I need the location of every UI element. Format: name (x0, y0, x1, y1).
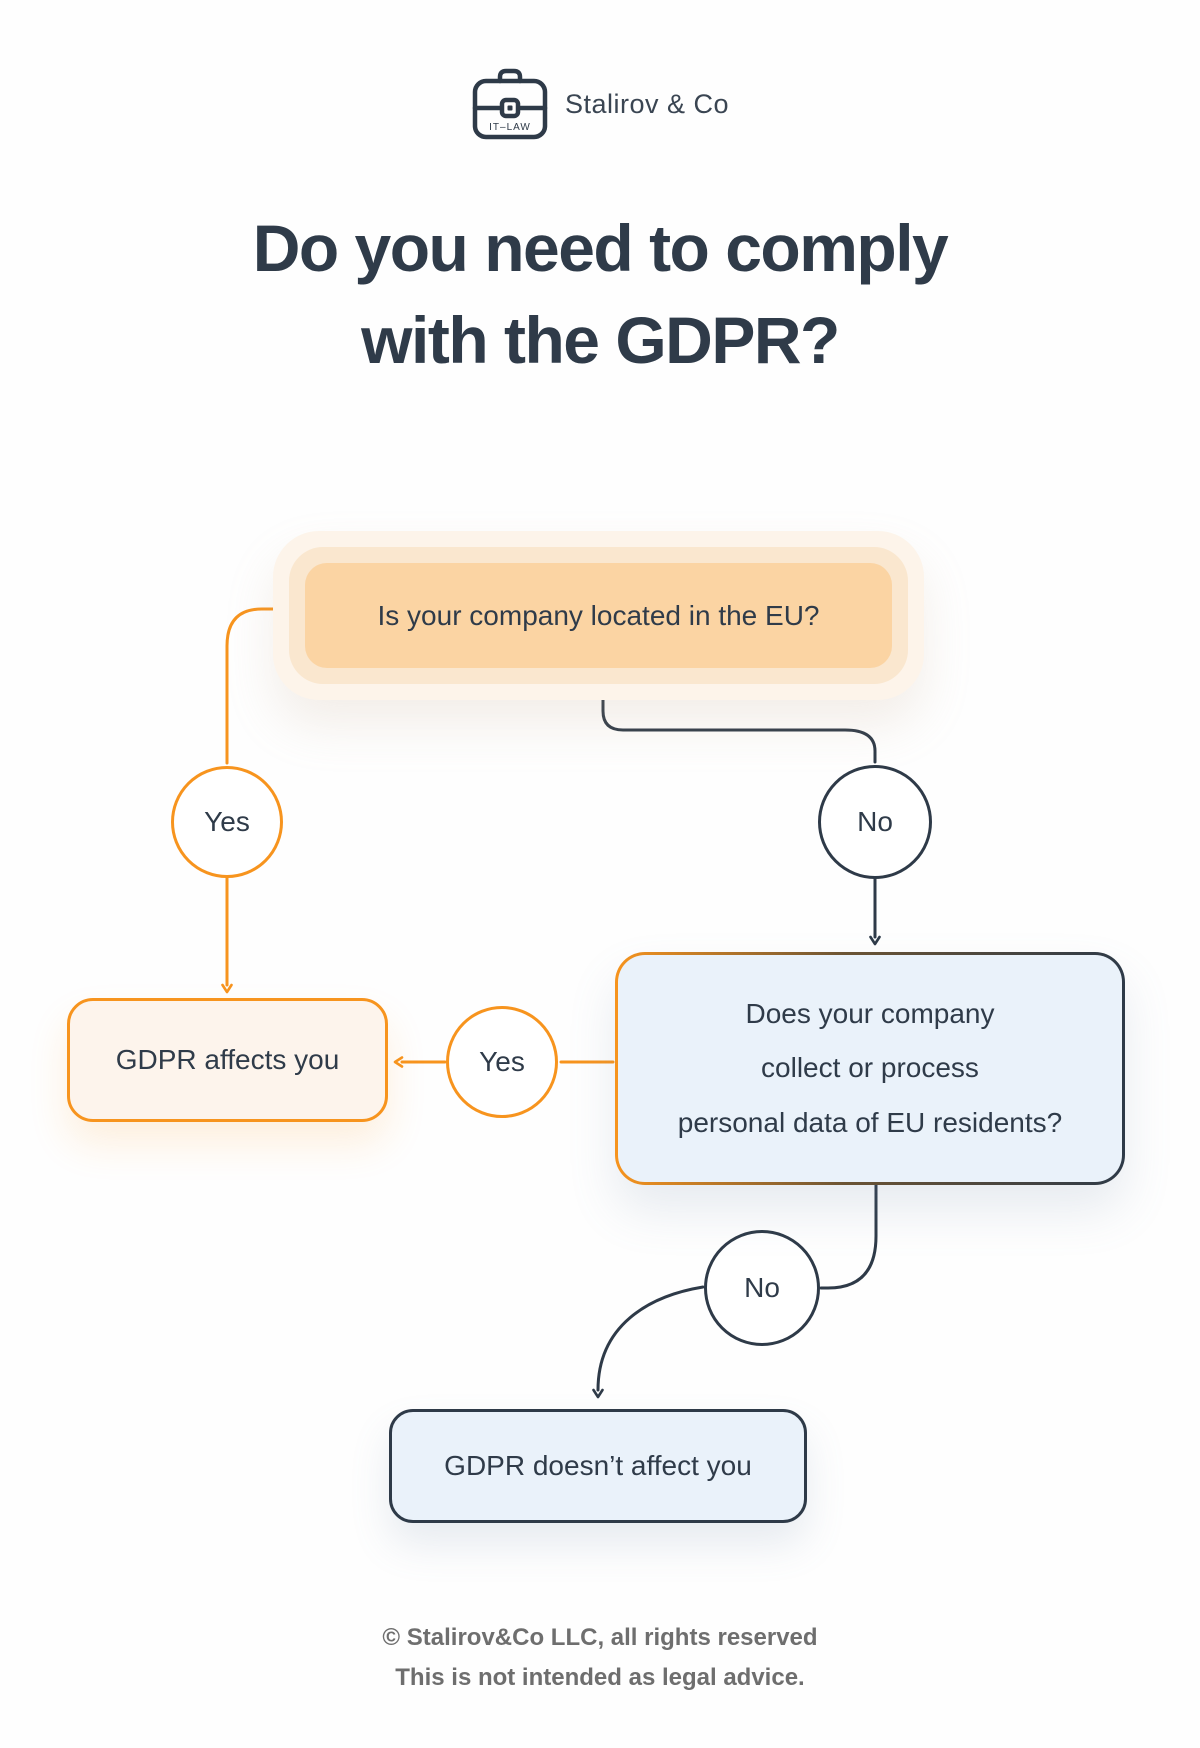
briefcase-icon: IT–LAW (472, 68, 548, 140)
connector-q2-to-no2 (819, 1183, 878, 1290)
circle-no-right: No (818, 765, 932, 879)
circle-yes-left: Yes (171, 766, 283, 878)
result-gdpr-affects-box: GDPR affects you (67, 998, 388, 1122)
briefcase-latch (507, 105, 513, 111)
result-gdpr-not-affect-box: GDPR doesn’t affect you (389, 1409, 807, 1523)
brand-name: Stalirov & Co (564, 88, 730, 119)
connector-q1-to-yes1 (225, 607, 278, 765)
page-title-line2: with the GDPR? (361, 303, 840, 378)
footer-disclaimer: This is not intended as legal advice. (395, 1663, 805, 1691)
circle-no-bottom: No (704, 1230, 820, 1346)
question-data-border: Does your company collect or process per… (615, 952, 1125, 1185)
connector-no2-to-doesnt (592, 1285, 705, 1399)
page-title-line1: Do you need to comply (252, 211, 949, 285)
connector-q1-to-no1 (601, 698, 877, 764)
footer: © Stalirov&Co LLC, all rights reserved T… (0, 1618, 1200, 1697)
question-data-box: Does your company collect or process per… (618, 955, 1122, 1182)
question-eu-box: Is your company located in the EU? (305, 563, 892, 668)
footer-copyright: © Stalirov&Co LLC, all rights reserved (382, 1624, 818, 1651)
briefcase-badge-label: IT–LAW (489, 122, 531, 133)
logo: IT–LAW Stalirov & Co (0, 66, 1200, 142)
page-title: Do you need to comply with the GDPR? (0, 202, 1200, 387)
question-eu-glow-outer: Is your company located in the EU? (273, 531, 924, 700)
question-eu-glow-mid: Is your company located in the EU? (289, 547, 908, 684)
circle-yes-middle: Yes (446, 1006, 558, 1118)
